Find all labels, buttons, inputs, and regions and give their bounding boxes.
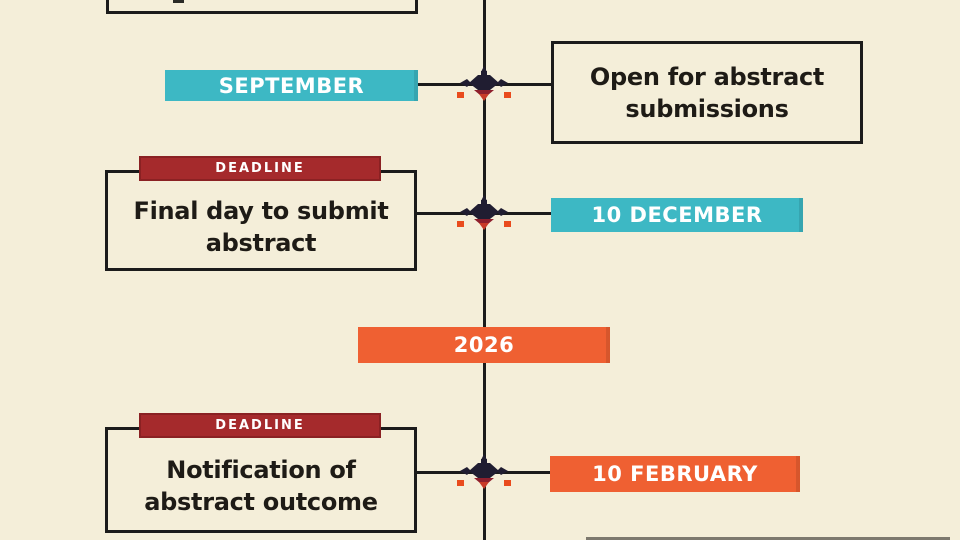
- deadline-ribbon: DEADLINE: [139, 156, 381, 181]
- deadline-ribbon: DEADLINE: [139, 413, 381, 438]
- date-band-december: 10 DECEMBER: [551, 198, 803, 232]
- dart-marker-icon: [457, 66, 511, 101]
- deadline-label: DEADLINE: [215, 418, 305, 433]
- december-date-label: 10 DECEMBER: [591, 203, 763, 227]
- event-title-line: submissions: [625, 94, 789, 123]
- timeline-axis: [483, 0, 486, 540]
- event-box-open-submissions: Open for abstract submissions: [551, 41, 863, 144]
- february-date-label: 10 FEBRUARY: [592, 462, 758, 486]
- date-band-february: 10 FEBRUARY: [550, 456, 800, 492]
- event-box-final-day: Final day to submit abstract: [105, 170, 417, 271]
- month-band-september: SEPTEMBER: [165, 70, 418, 101]
- year-label: 2026: [453, 333, 515, 357]
- event-title-line: Final day to submit: [133, 196, 389, 225]
- year-banner: 2026: [358, 327, 610, 363]
- dart-marker-icon: [457, 195, 511, 230]
- event-box-notification: Notification of abstract outcome: [105, 427, 417, 533]
- event-title-line: abstract outcome: [144, 488, 378, 516]
- deadline-label: DEADLINE: [215, 161, 305, 176]
- event-title-line: Open for abstract: [589, 62, 825, 91]
- event-box-cutoff-top: [106, 0, 418, 14]
- september-label: SEPTEMBER: [218, 73, 365, 98]
- next-box-top-edge: [586, 537, 950, 540]
- dart-marker-icon: [457, 454, 511, 489]
- cutoff-text-fragment: [173, 0, 184, 3]
- event-title-line: abstract: [205, 228, 317, 257]
- event-title-line: Notification of: [166, 456, 356, 484]
